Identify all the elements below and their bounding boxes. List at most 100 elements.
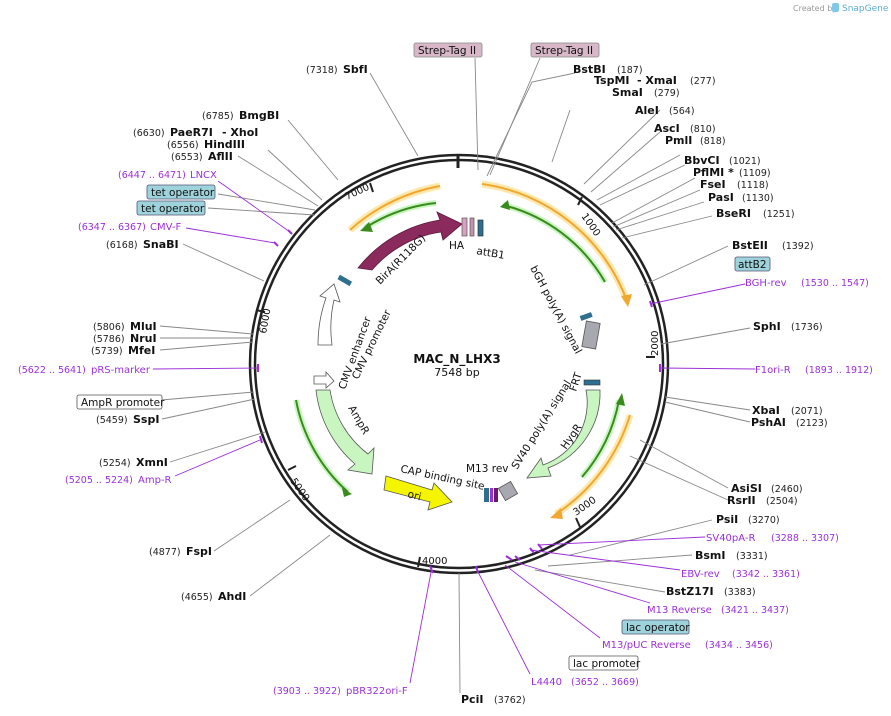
site-pos: (1392): [782, 241, 814, 252]
primer-pos: (6447 .. 6471): [118, 170, 186, 181]
site-pos: (5459): [96, 415, 128, 426]
site-name: SmaI: [612, 86, 643, 99]
site-name: PasI: [708, 191, 734, 204]
site-name: FspI: [186, 545, 212, 558]
primer-tick: [537, 543, 543, 550]
cmv-enhancer-feature: [317, 283, 341, 346]
ruler-label-6000: 6000: [258, 308, 273, 335]
primer-tick: [429, 565, 434, 574]
primer-tick: [505, 555, 513, 561]
green-arc: [581, 399, 620, 478]
primer-line: [504, 564, 601, 639]
lac-promoter-box: [568, 655, 639, 671]
primer-pos: (3652 .. 3669): [571, 677, 639, 688]
primer-tick: [259, 435, 263, 444]
primer-name: Amp-R: [138, 475, 172, 486]
site-pos: (1736): [791, 322, 823, 333]
ruler-tick-5000: [287, 465, 297, 471]
site-pos: (7318): [306, 65, 338, 76]
snapgene-logo-icon: [832, 3, 839, 12]
green-arrowhead: [342, 488, 352, 497]
tet-operator-marker: [337, 274, 353, 287]
green-arc: [295, 399, 349, 493]
site-name: SbfI: [343, 63, 368, 76]
site-name: SphI: [753, 320, 781, 333]
site-name: TspMI: [594, 74, 630, 87]
primer-name: F1ori-R: [755, 365, 791, 376]
ruler-tick-3000: [575, 517, 581, 528]
primer-tick: [529, 547, 535, 554]
leader-line: [182, 243, 265, 282]
credit-text: Created by: [793, 4, 837, 13]
leader-line: [643, 245, 729, 286]
primer-line: [514, 561, 651, 604]
green-arc: [364, 202, 437, 229]
site-pos: (6168): [106, 240, 138, 251]
site-pos: (187): [617, 65, 643, 76]
primer-line: [475, 567, 531, 675]
frt-marker: [583, 379, 601, 386]
site-name: AscI: [654, 122, 680, 135]
primer-line: [174, 439, 261, 477]
leader-line: [249, 534, 331, 597]
site-pos: (5254): [99, 458, 131, 469]
leader-line: [612, 189, 701, 228]
leader-line: [458, 572, 461, 694]
ori-feature: [383, 475, 453, 511]
primer-pos: (6347 .. 6367): [78, 222, 146, 233]
orf-arrowhead: [550, 508, 563, 519]
primer-line: [185, 227, 276, 244]
site-pos: (1021): [729, 156, 761, 167]
site-pos: (1109): [739, 168, 771, 179]
ruler-tick-7000: [369, 182, 374, 193]
leader-line: [237, 155, 319, 207]
frt-label: FRT: [567, 371, 584, 393]
bgh-feature: [581, 320, 601, 350]
leader-line: [639, 439, 729, 489]
green-arrowhead: [360, 222, 373, 232]
cap-marker: [494, 488, 498, 502]
site-pos: (2504): [766, 496, 798, 507]
site-pos: (5806): [93, 322, 125, 333]
ha-label: HA: [449, 240, 465, 252]
site-pos: (2460): [771, 484, 803, 495]
primer-line: [537, 536, 706, 546]
leader-line: [664, 401, 751, 423]
site-pos: (810): [690, 124, 716, 135]
site-pos: (6556): [167, 140, 199, 151]
leader-line: [664, 396, 751, 411]
ampr-promoter-label: AmpR promoter: [81, 397, 165, 409]
bgh-label: bGH poly(A) signal: [527, 264, 584, 356]
strep-tag-box: [530, 42, 600, 58]
leader-line: [159, 341, 254, 351]
site-name: HindIII: [204, 138, 245, 151]
leader-line: [551, 109, 571, 163]
site-pos: (6785): [202, 111, 234, 122]
leader-line: [486, 72, 576, 177]
primer-name: BGH-rev: [745, 278, 787, 289]
leader-line: [474, 57, 479, 171]
site-name: - XmaI: [637, 74, 677, 87]
primer-name: M13/pUC Reverse: [602, 640, 691, 651]
attb2-box: [734, 256, 771, 272]
restriction-sites-left: (7318) SbfI (6785) BmgBI (6630) PaeR7I -…: [91, 63, 526, 706]
primer-pos: (5205 .. 5224): [65, 475, 133, 486]
orf-arc: [481, 183, 628, 302]
tet-operator-box: [146, 184, 216, 200]
site-pos: (1251): [763, 209, 795, 220]
ha-marker: [461, 217, 468, 237]
primer-tick: [287, 229, 293, 235]
site-pos: (279): [654, 88, 680, 99]
site-name: BmgBI: [239, 109, 279, 122]
leader-line: [590, 131, 661, 193]
leader-line: [611, 177, 696, 224]
green-arc: [502, 204, 606, 283]
ruler-tick-1000: [577, 196, 583, 206]
site-pos: (1118): [737, 180, 769, 191]
primer-line: [659, 367, 756, 370]
site-pos: (5786): [93, 334, 125, 345]
leader-line: [621, 215, 713, 239]
attb2-label: attB2: [738, 259, 767, 271]
site-name: SspI: [133, 413, 159, 426]
